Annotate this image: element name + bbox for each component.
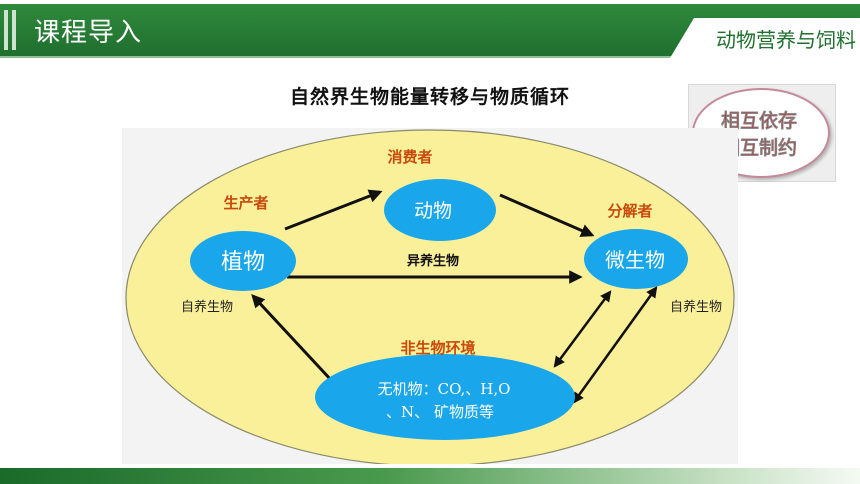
node-environment-label-line2: 、N、 矿物质等	[386, 403, 494, 421]
node-animal	[384, 179, 496, 241]
node-environment	[315, 354, 575, 440]
course-tab	[670, 18, 860, 58]
arrow-microbe-environment-2	[572, 286, 658, 404]
page-title: 课程导入	[34, 18, 143, 48]
node-plant-label: 植物	[221, 250, 265, 275]
node-environment-label-line1: 无机物：CO,、H,O	[378, 380, 511, 398]
ecosystem-diagram: 植物 动物 微生物 无机物：CO,、H,O 、N、 矿物质等 生产者 消费者 分…	[125, 129, 735, 464]
arrow-environment-to-plant	[251, 294, 334, 383]
label-consumer: 消费者	[387, 148, 432, 166]
header-decor-stripe	[4, 10, 8, 50]
footer-bar	[0, 468, 860, 484]
node-plant	[190, 231, 296, 291]
callout-line-mutual-restraint: 相互制约	[720, 137, 797, 159]
label-heterotroph: 异养生物	[407, 253, 459, 269]
node-microbe	[584, 229, 688, 289]
label-producer: 生产者	[223, 194, 268, 212]
course-name: 动物营养与饲料	[716, 28, 856, 52]
header-bar: 课程导入 动物营养与饲料	[0, 4, 860, 58]
node-animal-label: 动物	[414, 200, 452, 222]
label-abiotic-environment: 非生物环境	[400, 339, 475, 357]
header-decor-stripe	[12, 10, 16, 50]
arrow-plant-to-animal	[284, 189, 383, 231]
label-autotroph-left: 自养生物	[181, 299, 233, 315]
diagram-title: 自然界生物能量转移与物质循环	[289, 86, 570, 108]
arrow-animal-to-microbe	[499, 193, 595, 237]
label-decomposer: 分解者	[607, 202, 652, 220]
callout-line-interdependence: 相互依存	[720, 110, 797, 132]
label-autotroph-right: 自养生物	[670, 299, 722, 315]
node-microbe-label: 微生物	[605, 248, 665, 272]
